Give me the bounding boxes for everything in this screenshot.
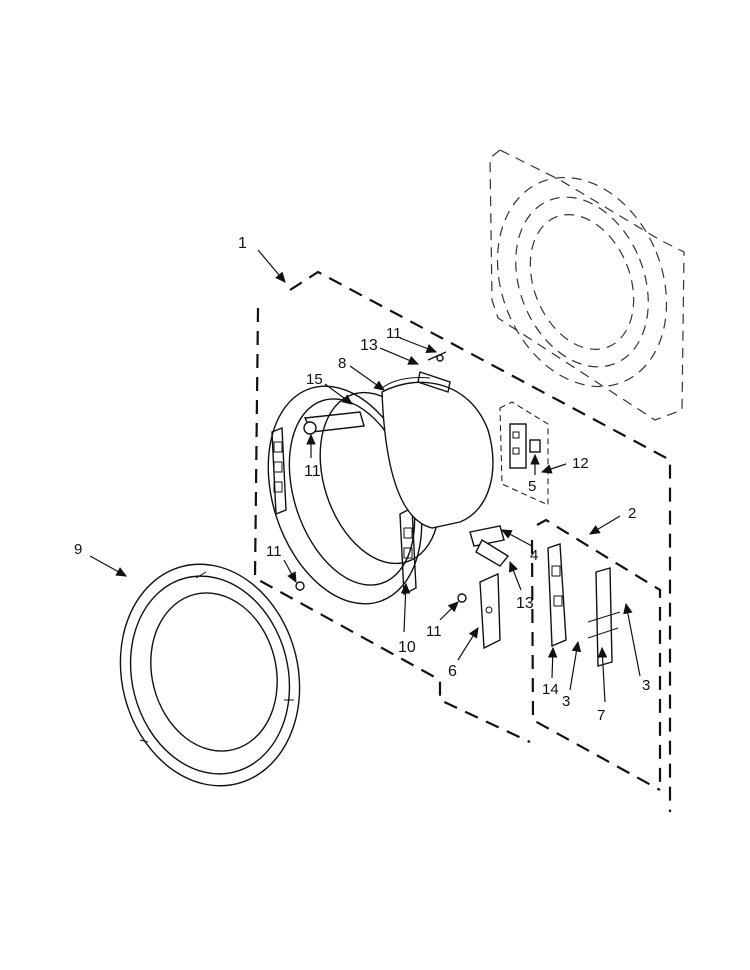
callout-1: 1: [238, 235, 247, 252]
hinge-7: [587, 567, 621, 667]
outer-door-assembly: [119, 563, 301, 787]
washer-cabinet-ghost: [489, 149, 685, 421]
callout-8: 8: [338, 355, 346, 372]
screw-icon: [457, 593, 467, 603]
callout-12: 12: [572, 455, 589, 472]
callout-labels: 1 2 3 3 4 5 6 7 8 9 10 11 11 11 11 12 13…: [74, 235, 650, 724]
assembly-1-outline: [253, 270, 672, 812]
assembly-12-outline: [499, 401, 549, 506]
callout-5: 5: [528, 478, 536, 495]
assembly-2-outline: [530, 518, 662, 791]
callout-11d: 11: [386, 325, 402, 342]
callout-11a: 11: [304, 463, 321, 480]
callout-3a: 3: [562, 693, 570, 710]
screw-icon: [303, 421, 317, 435]
callout-15: 15: [306, 371, 323, 388]
hinge-14: [547, 543, 567, 648]
callout-9: 9: [74, 541, 82, 558]
screw-icon: [295, 581, 305, 591]
callout-13a: 13: [360, 337, 378, 354]
callout-6: 6: [448, 663, 457, 680]
door-strike: [479, 572, 501, 650]
callout-10: 10: [398, 639, 416, 656]
callout-11c: 11: [426, 623, 442, 640]
callout-3b: 3: [642, 677, 650, 694]
callout-14: 14: [542, 681, 559, 698]
door-lock: [509, 423, 541, 469]
callout-11b: 11: [266, 543, 282, 560]
hinge-block: [469, 525, 510, 567]
callout-13b: 13: [516, 595, 534, 612]
leader-lines: [89, 249, 641, 703]
callout-2: 2: [628, 505, 636, 522]
screw-icon: [436, 354, 444, 362]
callout-4: 4: [530, 547, 538, 564]
callout-7: 7: [597, 707, 605, 724]
